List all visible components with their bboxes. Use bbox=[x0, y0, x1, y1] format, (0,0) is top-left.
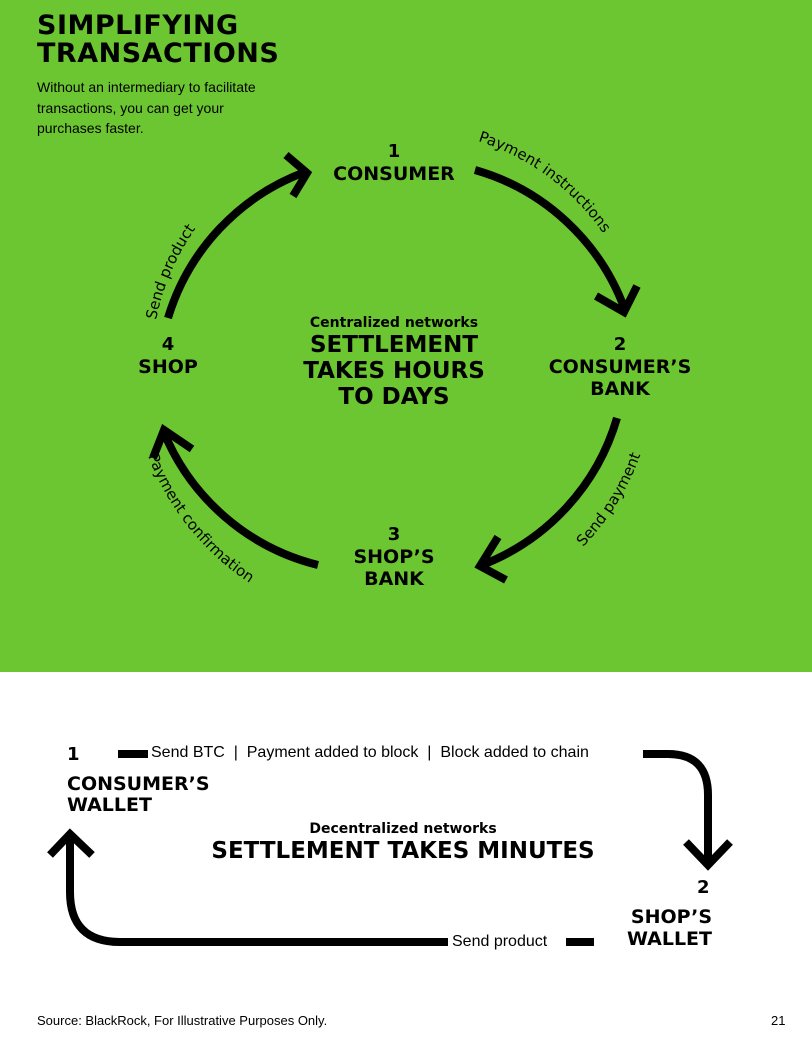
page-number: 21 bbox=[771, 1013, 786, 1028]
node-label: SHOP’S BANK bbox=[353, 546, 435, 590]
arrowhead-icon bbox=[683, 839, 733, 871]
node-shops-bank: 3 SHOP’S BANK bbox=[334, 524, 454, 590]
node-label: WALLET bbox=[67, 794, 152, 816]
node-number: 2 bbox=[613, 334, 627, 355]
node-number: 1 bbox=[387, 141, 401, 162]
flow-label-send-product: Send product bbox=[452, 933, 548, 950]
flow-label-payment-confirmation: Payment confirmation bbox=[144, 451, 257, 587]
headline-line: SETTLEMENT bbox=[309, 332, 479, 358]
arrowhead-icon bbox=[47, 828, 95, 858]
arrowhead-icon bbox=[594, 284, 641, 318]
headline-line: TO DAYS bbox=[338, 384, 450, 410]
centralized-panel bbox=[0, 0, 812, 672]
node-consumer: 1 CONSUMER bbox=[314, 141, 474, 185]
page-subtitle: Without an intermediary to facilitate tr… bbox=[37, 79, 256, 136]
headline-line: TAKES HOURS bbox=[303, 358, 485, 384]
node-consumers-bank: 2 CONSUMER’S BANK bbox=[530, 334, 710, 400]
node-shops-wallet: SHOP’S WALLET bbox=[600, 906, 712, 950]
arrow-send-product bbox=[164, 168, 307, 320]
node-shop: 4 SHOP bbox=[128, 334, 208, 378]
node-label: WALLET bbox=[627, 928, 712, 950]
arrowhead-icon bbox=[474, 534, 508, 584]
headline: SETTLEMENT TAKES HOURS TO DAYS bbox=[274, 332, 514, 410]
node-label: CONSUMER’S bbox=[67, 773, 210, 795]
node-number: 2 bbox=[697, 877, 710, 898]
caption: Decentralized networks bbox=[309, 821, 497, 837]
arrow-send-product-bottom bbox=[66, 836, 594, 946]
node-label: CONSUMER bbox=[333, 163, 455, 185]
node-label: SHOP bbox=[138, 356, 198, 378]
node-consumers-wallet: CONSUMER’S WALLET bbox=[67, 774, 210, 816]
arrow-send-btc bbox=[118, 750, 712, 862]
headline: SETTLEMENT TAKES MINUTES bbox=[211, 838, 595, 864]
page-title: SIMPLIFYING TRANSACTIONS bbox=[37, 12, 279, 68]
node-number: 1 bbox=[67, 744, 80, 765]
caption: Centralized networks bbox=[309, 315, 479, 331]
node-number: 4 bbox=[161, 334, 175, 355]
flow-label-send-btc: Send BTC | Payment added to block | Bloc… bbox=[151, 744, 589, 761]
centralized-summary: Centralized networks SETTLEMENT TAKES HO… bbox=[274, 314, 514, 410]
arrow-payment-confirmation bbox=[159, 428, 319, 569]
node-number: 3 bbox=[387, 524, 401, 545]
arrow-send-payment bbox=[480, 416, 621, 569]
arrow-payment-instructions bbox=[473, 166, 629, 312]
source-note: Source: BlackRock, For Illustrative Purp… bbox=[37, 1013, 328, 1028]
arrowhead-icon bbox=[283, 151, 313, 199]
title-line: TRANSACTIONS bbox=[37, 38, 280, 69]
flow-label-send-payment: Send payment bbox=[573, 450, 645, 550]
node-label: SHOP’S bbox=[630, 906, 712, 928]
title-line: SIMPLIFYING bbox=[37, 10, 239, 41]
node-label: CONSUMER’S BANK bbox=[548, 356, 692, 400]
decentralized-summary: Decentralized networks SETTLEMENT TAKES … bbox=[180, 820, 626, 864]
arrowhead-icon bbox=[149, 423, 195, 460]
